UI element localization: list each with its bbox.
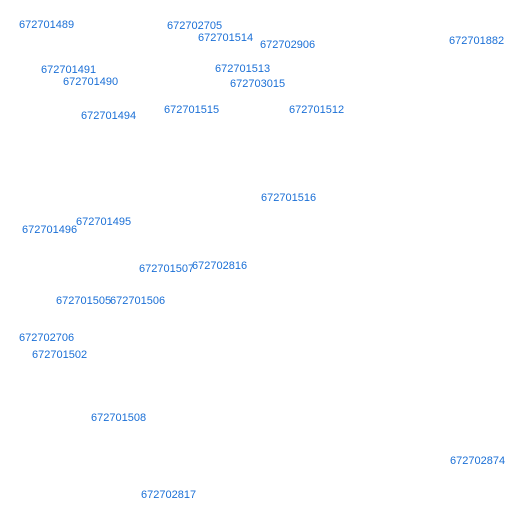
map-label-672701502[interactable]: 672701502 bbox=[32, 349, 88, 361]
map-label-672703015[interactable]: 672703015 bbox=[230, 78, 286, 90]
map-label-672702874[interactable]: 672702874 bbox=[450, 455, 506, 467]
map-label-672701514[interactable]: 672701514 bbox=[198, 32, 254, 44]
map-label-672702816[interactable]: 672702816 bbox=[192, 260, 248, 272]
map-label-672701513[interactable]: 672701513 bbox=[215, 63, 271, 75]
map-label-672701512[interactable]: 672701512 bbox=[289, 104, 345, 116]
map-label-672701490[interactable]: 672701490 bbox=[63, 76, 119, 88]
map-label-672701494[interactable]: 672701494 bbox=[81, 110, 137, 122]
map-label-672701506[interactable]: 672701506 bbox=[110, 295, 166, 307]
map-label-672702705[interactable]: 672702705 bbox=[167, 20, 223, 32]
map-label-672701515[interactable]: 672701515 bbox=[164, 104, 220, 116]
map-label-672702706[interactable]: 672702706 bbox=[19, 332, 75, 344]
map-label-672702817[interactable]: 672702817 bbox=[141, 489, 197, 501]
map-label-672701491[interactable]: 672701491 bbox=[41, 64, 97, 76]
map-label-672701505[interactable]: 672701505 bbox=[56, 295, 112, 307]
map-label-672702906[interactable]: 672702906 bbox=[260, 39, 316, 51]
map-label-672701882[interactable]: 672701882 bbox=[449, 35, 505, 47]
map-label-672701495[interactable]: 672701495 bbox=[76, 216, 132, 228]
map-label-672701508[interactable]: 672701508 bbox=[91, 412, 147, 424]
map-label-672701489[interactable]: 672701489 bbox=[19, 19, 75, 31]
map-label-672701507[interactable]: 672701507 bbox=[139, 263, 195, 275]
map-label-672701516[interactable]: 672701516 bbox=[261, 192, 317, 204]
map-label-672701496[interactable]: 672701496 bbox=[22, 224, 78, 236]
